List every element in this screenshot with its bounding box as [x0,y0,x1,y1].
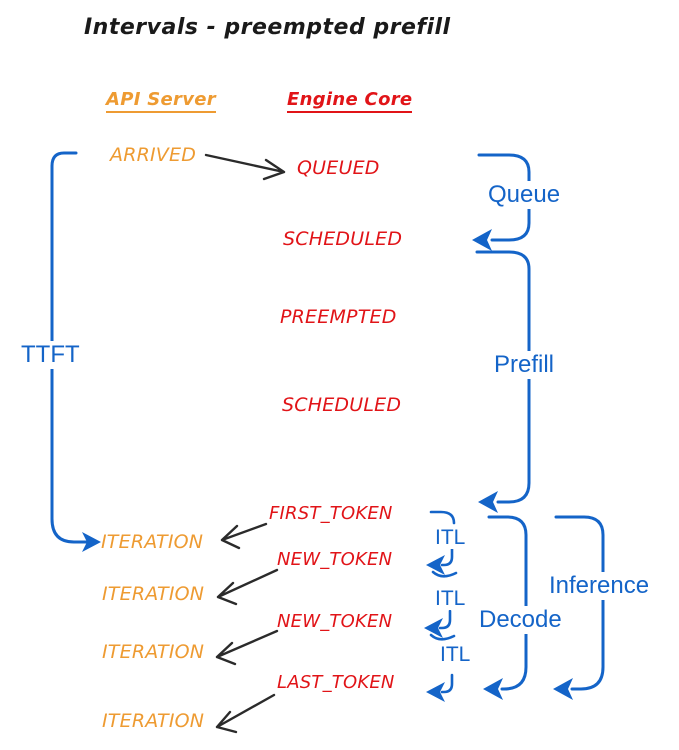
event-iteration-3: ITERATION [102,641,205,663]
interval-label-queue: Queue [485,181,564,210]
event-scheduled-2: SCHEDULED [282,394,402,416]
itl2-arrowhead-icon [424,618,443,638]
arrow-new-token2-to-iteration3 [215,629,279,666]
prefill-arrowhead-icon [478,491,498,513]
ttft-arrowhead-icon [82,532,101,552]
arrow-last-token-to-iteration4 [215,693,276,734]
arrow-new-token1-to-iteration2 [216,568,279,606]
itl1-stub-line [429,510,456,525]
event-iteration-2: ITERATION [102,583,205,605]
event-new-token-1: NEW_TOKEN [277,549,393,570]
event-first-token: FIRST_TOKEN [269,503,393,524]
event-preempted: PREEMPTED [280,306,397,328]
arrow-first-token-to-iteration1 [220,522,268,550]
interval-label-itl-3: ITL [438,643,473,667]
queue-arrowhead-icon [472,229,492,251]
event-iteration-1: ITERATION [101,531,204,553]
event-queued: QUEUED [297,157,380,179]
decode-arrowhead-icon [483,678,503,700]
itl1-arrow-tail [440,546,454,567]
itl1-arrow-flourish [431,570,458,578]
itl2-arrow-flourish [429,633,456,641]
column-header-api-server: API Server [106,90,216,113]
itl3-arrow-tail [440,673,454,694]
event-last-token: LAST_TOKEN [277,672,395,693]
inference-bracket-line [554,515,605,691]
interval-label-inference: Inference [546,572,653,601]
itl3-arrowhead-icon [426,682,445,702]
event-new-token-2: NEW_TOKEN [277,611,393,632]
interval-label-itl-2: ITL [433,587,468,611]
itl2-arrow-tail [438,609,452,630]
column-header-engine-core: Engine Core [287,90,413,113]
page-title: Intervals - preempted prefill [84,15,451,40]
event-scheduled-1: SCHEDULED [283,228,403,250]
event-iteration-4: ITERATION [102,710,205,732]
inference-arrowhead-icon [553,678,573,700]
interval-label-itl-1: ITL [433,526,468,550]
interval-label-decode: Decode [476,606,565,635]
interval-label-ttft: TTFT [18,341,83,370]
itl1-arrowhead-icon [426,555,445,575]
decode-bracket-line [487,515,528,691]
arrow-arrived-to-queued [204,153,286,181]
interval-label-prefill: Prefill [491,351,558,380]
event-arrived: ARRIVED [110,144,197,166]
